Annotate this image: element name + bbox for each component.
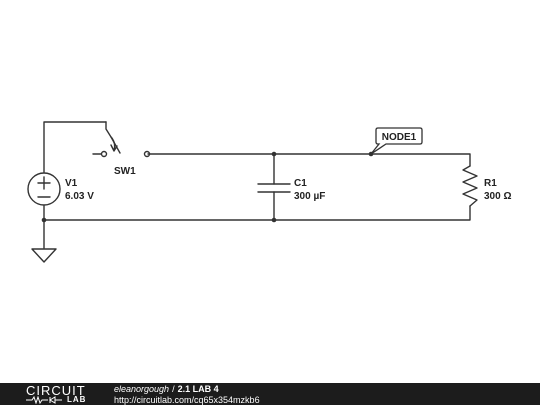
logo-bottom-text: LAB <box>67 395 87 404</box>
owner-name[interactable]: eleanorgough <box>114 384 170 394</box>
source-value: 6.03 V <box>65 191 94 202</box>
switch-right-contact <box>143 150 151 158</box>
source-name: V1 <box>65 178 78 189</box>
circuit-url[interactable]: http://circuitlab.com/cq65x354mzkb6 <box>114 395 260 405</box>
logo-wave-icon <box>26 396 62 404</box>
circuit-schematic: NODE1 V1 6.03 V SW1 C1 300 µF R1 300 Ω <box>27 121 511 263</box>
wire-bottom <box>43 205 471 221</box>
switch-left-contact <box>100 150 108 158</box>
switch-pivot-lead <box>105 121 112 138</box>
node-label-text: NODE1 <box>382 132 417 143</box>
capacitor-name: C1 <box>294 178 307 189</box>
voltage-source-symbol[interactable] <box>27 172 61 206</box>
junction-dot <box>41 217 47 223</box>
wire-top-main <box>147 153 471 167</box>
wire-top-left <box>43 121 107 173</box>
circuitlab-logo[interactable]: CIRCUIT LAB <box>26 384 92 405</box>
switch-arrow <box>110 144 118 152</box>
resistor-value: 300 Ω <box>484 191 511 202</box>
circuit-title[interactable]: 2.1 LAB 4 <box>177 384 219 394</box>
switch-name: SW1 <box>114 166 136 177</box>
junction-dot <box>271 217 277 223</box>
node-label-flag[interactable] <box>370 127 423 155</box>
ground-symbol <box>31 248 57 263</box>
resistor-name: R1 <box>484 178 497 189</box>
footer-bar: CIRCUIT LAB eleanorgough/2.1 LAB 4 http:… <box>0 383 540 405</box>
resistor-zigzag[interactable] <box>462 165 478 207</box>
junction-dot <box>271 151 277 157</box>
switch-arc <box>111 137 116 151</box>
plus-sign <box>37 176 51 190</box>
capacitor-value: 300 µF <box>294 191 325 202</box>
footer-text: eleanorgough/2.1 LAB 4 http://circuitlab… <box>114 384 260 405</box>
separator: / <box>172 384 175 394</box>
capacitor-plates[interactable] <box>257 183 291 193</box>
logo-bottom: LAB <box>26 396 92 404</box>
logo-top-text: CIRCUIT <box>26 383 86 398</box>
